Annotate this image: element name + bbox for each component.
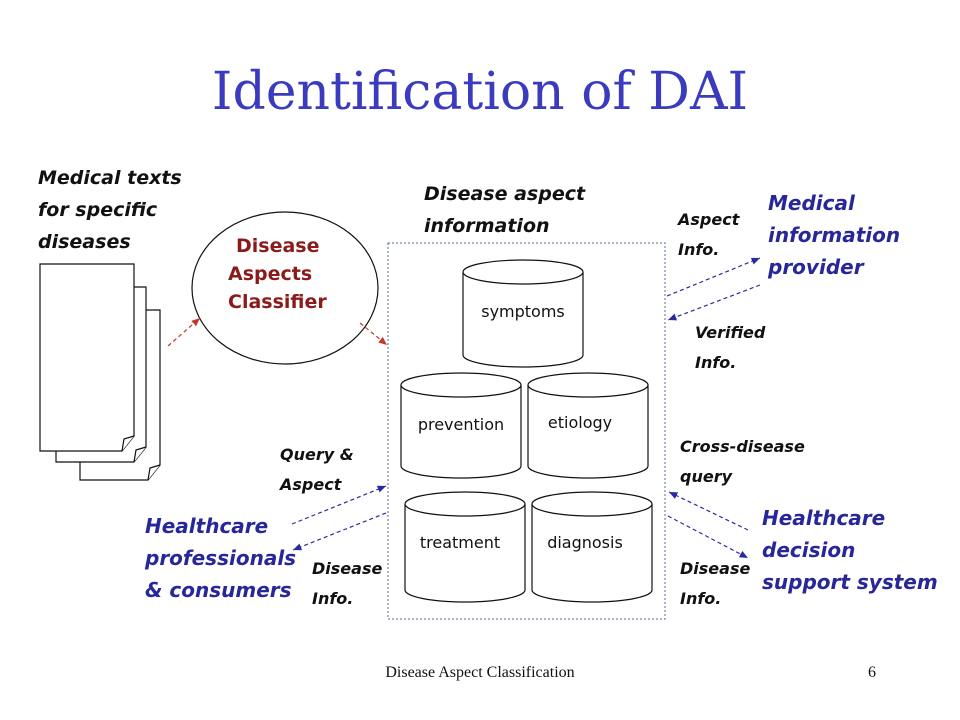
diagnosis-label: diagnosis <box>547 533 623 552</box>
etiology-cylinder <box>527 372 649 479</box>
prevention-cylinder <box>400 372 522 479</box>
cross-disease-query-label: Cross-disease query <box>680 437 805 486</box>
cross-disease-query-arrow <box>668 491 749 531</box>
query-aspect-arrow <box>291 485 387 525</box>
aspect-database-box <box>387 242 666 620</box>
query-aspect-label: Query & Aspect <box>280 445 354 494</box>
treatment-label: treatment <box>419 533 501 552</box>
verified-info-label: Verified Info. <box>695 323 766 372</box>
aspect-info-label: Aspect Info. <box>678 210 740 259</box>
footer-text: Disease Aspect Classification <box>385 664 575 681</box>
disease-aspect-label: Disease aspect information <box>424 183 586 237</box>
symptoms-cylinder <box>462 259 584 368</box>
disease-info-right-arrow <box>667 515 749 559</box>
diagnosis-cylinder <box>531 491 653 603</box>
aspect-info-arrow <box>666 257 761 297</box>
healthcare-professionals-label: Healthcare professionals & consumers <box>145 514 297 602</box>
docs-to-classifier-arrow <box>167 317 201 347</box>
prevention-label: prevention <box>417 415 505 434</box>
slide-title: Identification of DAI <box>211 62 749 122</box>
classifier-to-database-arrow <box>359 322 388 346</box>
symptoms-label: symptoms <box>481 302 565 321</box>
classifier-ellipse <box>191 211 379 365</box>
page-number: 6 <box>868 664 876 681</box>
verified-info-arrow <box>667 284 761 321</box>
disease-info-left-arrow <box>292 512 387 551</box>
decision-support-label: Healthcare decision support system <box>762 506 938 594</box>
classifier-label: Disease Aspects Classifier <box>228 235 327 313</box>
disease-info-right-label: Disease Info. <box>680 559 751 608</box>
medical-info-provider-label: Medical information provider <box>768 191 901 279</box>
medical-texts-label: Medical texts for specific diseases <box>38 167 182 253</box>
etiology-label: etiology <box>547 413 613 432</box>
document-stack-icon <box>39 263 161 481</box>
disease-info-left-label: Disease Info. <box>312 559 383 608</box>
treatment-cylinder <box>404 491 526 603</box>
